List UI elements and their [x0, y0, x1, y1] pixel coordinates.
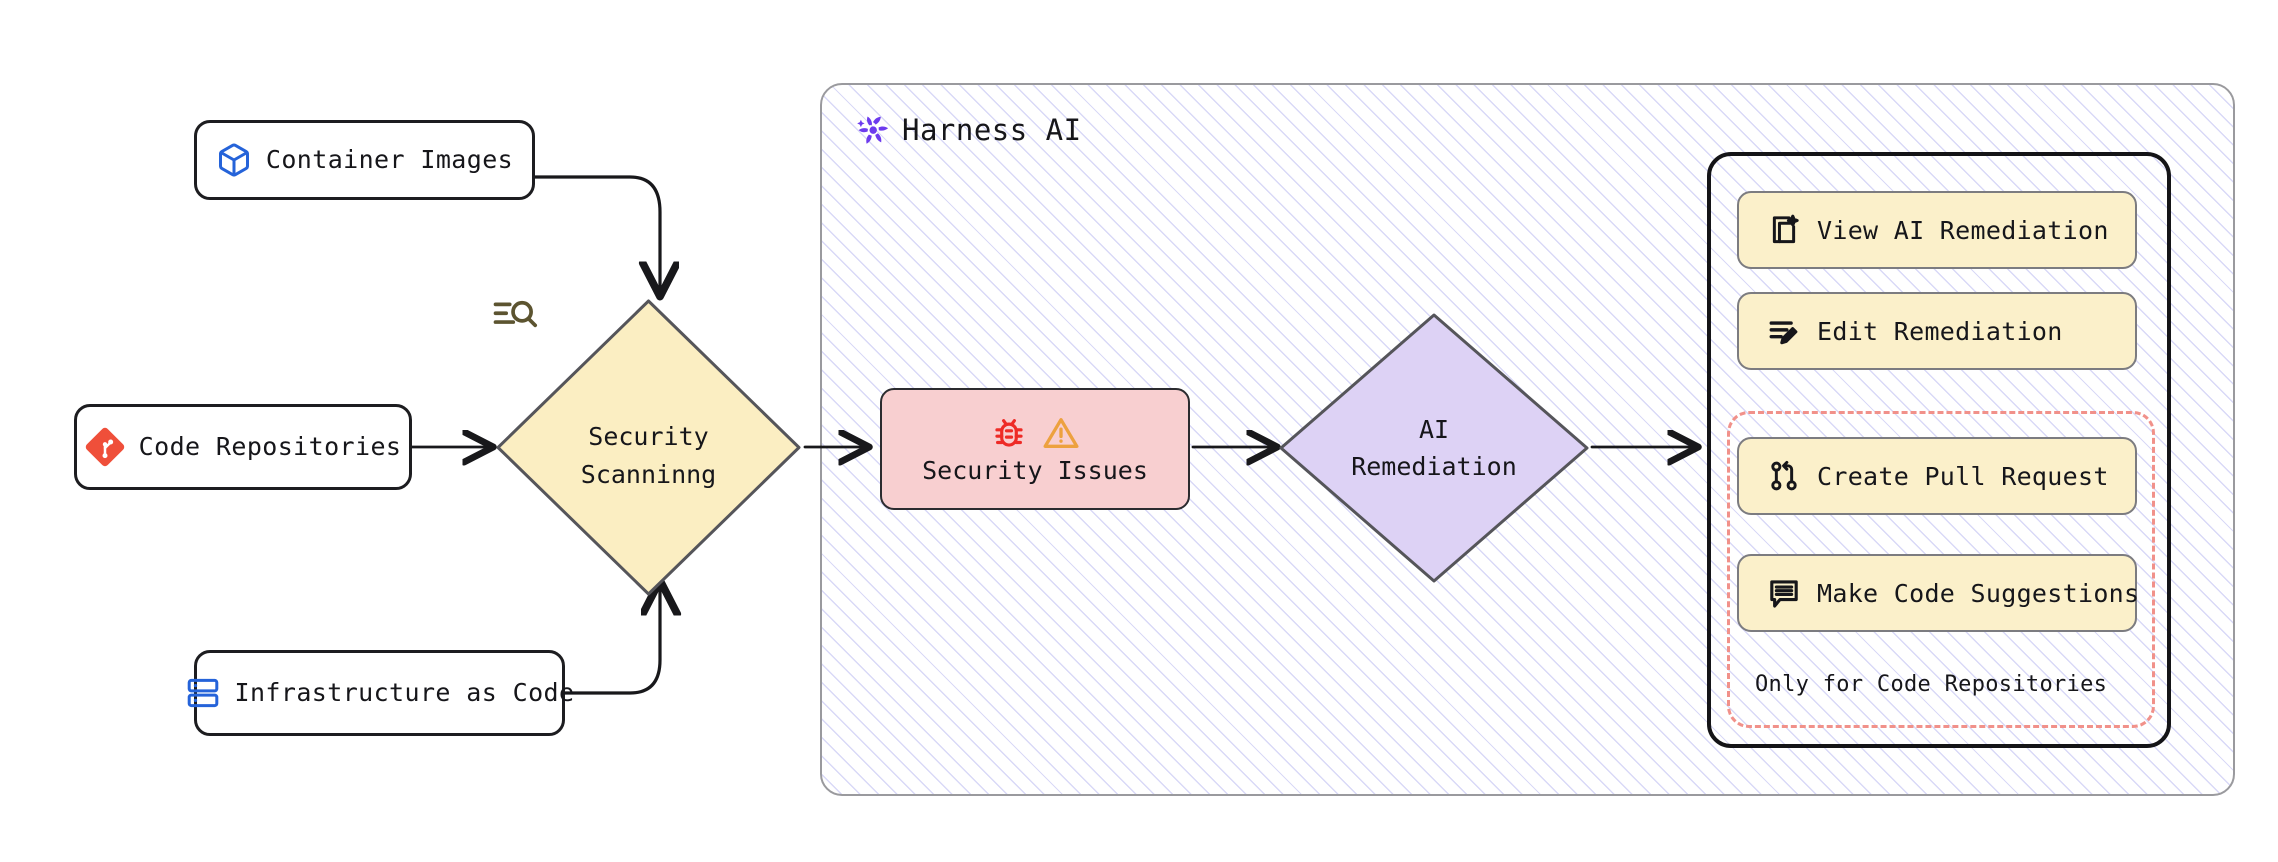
lines-pencil-icon — [1767, 314, 1801, 348]
node-security-issues[interactable]: Security Issues — [880, 388, 1190, 510]
node-label: Infrastructure as Code — [234, 678, 575, 708]
node-security-scanning[interactable]: Security Scanninng — [492, 295, 805, 600]
node-ai-remediation[interactable]: AI Remediation — [1276, 310, 1592, 586]
action-label: Create Pull Request — [1817, 461, 2109, 491]
comment-lines-icon — [1767, 576, 1801, 610]
action-edit-remediation[interactable]: Edit Remediation — [1737, 292, 2137, 370]
cube-icon — [216, 142, 252, 178]
node-label: Code Repositories — [138, 432, 402, 462]
harness-ai-label: Harness AI — [902, 113, 1082, 147]
action-make-code-suggestions[interactable]: Make Code Suggestions — [1737, 554, 2140, 632]
node-container-images[interactable]: Container Images — [194, 120, 535, 200]
node-infrastructure-as-code[interactable]: Infrastructure as Code — [187, 650, 574, 736]
harness-pinwheel-icon — [856, 113, 890, 147]
remediation-actions-panel — [1707, 152, 2171, 748]
action-label: Make Code Suggestions — [1817, 578, 2140, 608]
security-issues-icons — [990, 414, 1080, 452]
node-label: Security Issues — [922, 455, 1148, 485]
node-code-repositories[interactable]: Code Repositories — [74, 404, 412, 490]
warning-triangle-icon — [1042, 414, 1080, 452]
bug-icon — [990, 414, 1028, 452]
code-repo-only-note: Only for Code Repositories — [1755, 672, 2108, 697]
action-view-ai-remediation[interactable]: View AI Remediation — [1737, 191, 2137, 269]
code-repo-only-group — [1727, 411, 2155, 728]
action-create-pull-request[interactable]: Create Pull Request — [1737, 437, 2137, 515]
node-label: Container Images — [265, 145, 514, 175]
pull-request-icon — [1767, 459, 1801, 493]
document-sparkle-icon — [1767, 213, 1801, 247]
edge-container-images-to-scanning — [533, 175, 660, 295]
server-stack-icon — [185, 675, 221, 711]
action-label: View AI Remediation — [1817, 215, 2109, 245]
action-label: Edit Remediation — [1817, 316, 2063, 346]
git-icon — [85, 427, 125, 467]
harness-ai-label-group: Harness AI — [856, 113, 1082, 147]
